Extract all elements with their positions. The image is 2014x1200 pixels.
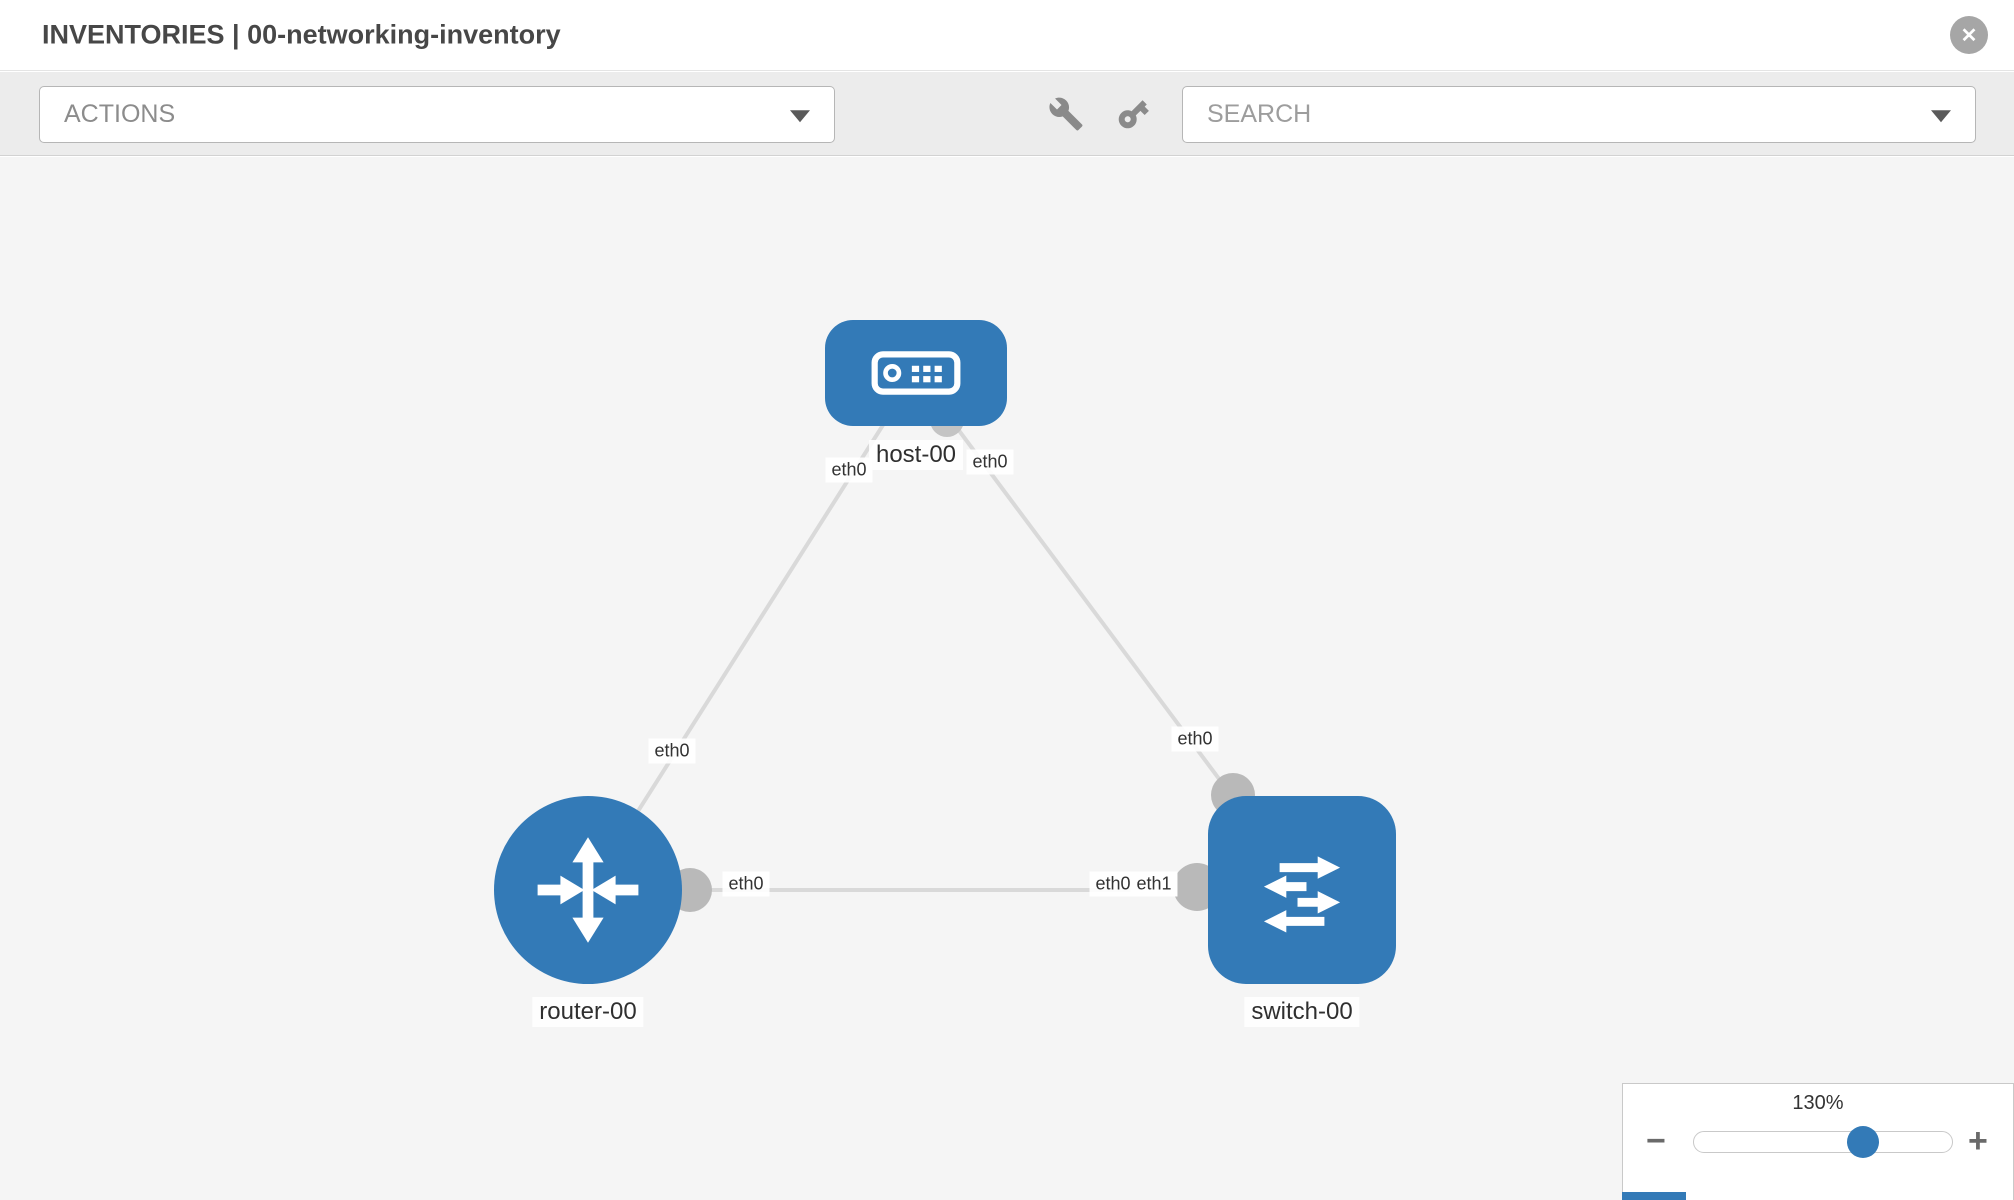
- interface-label: eth1: [1130, 871, 1178, 897]
- interface-label: eth0: [1171, 726, 1219, 752]
- actions-dropdown-label: ACTIONS: [64, 100, 176, 128]
- node-label-host-00: host-00: [868, 440, 964, 470]
- actions-dropdown[interactable]: ACTIONS: [39, 86, 835, 143]
- page-title: INVENTORIES | 00-networking-inventory: [42, 19, 561, 50]
- interface-label: eth0: [1089, 871, 1137, 897]
- search-dropdown-label: SEARCH: [1207, 100, 1312, 128]
- node-host-00[interactable]: [825, 320, 1007, 426]
- interface-label: eth0: [722, 871, 770, 897]
- close-icon: ✕: [1960, 24, 1978, 47]
- switch-icon: [1263, 856, 1341, 933]
- zoom-in-button[interactable]: +: [1968, 1122, 1988, 1160]
- zoom-level: 130%: [1792, 1092, 1844, 1114]
- search-dropdown[interactable]: SEARCH: [1182, 86, 1976, 143]
- chevron-down-icon: [790, 109, 810, 122]
- node-label-router-00: router-00: [532, 997, 644, 1027]
- node-router-00[interactable]: [494, 796, 682, 984]
- legend-button-partial[interactable]: [1622, 1192, 1686, 1200]
- node-switch-00[interactable]: [1208, 796, 1396, 984]
- router-icon: [537, 837, 639, 943]
- interface-label: eth0: [966, 449, 1014, 475]
- zoom-slider-handle[interactable]: [1847, 1126, 1879, 1158]
- zoom-out-button[interactable]: −: [1646, 1122, 1666, 1160]
- topology-canvas[interactable]: [0, 157, 2014, 1200]
- node-label-switch-00: switch-00: [1244, 997, 1360, 1027]
- zoom-slider-track[interactable]: [1693, 1131, 1953, 1153]
- interface-label: eth0: [648, 738, 696, 764]
- key-icon[interactable]: [1115, 96, 1151, 132]
- chevron-down-icon: [1931, 109, 1951, 122]
- host-icon: [871, 351, 961, 395]
- close-button[interactable]: ✕: [1950, 16, 1988, 54]
- header: INVENTORIES | 00-networking-inventory ✕: [0, 0, 2014, 71]
- interface-label: eth0: [825, 457, 873, 483]
- wrench-icon[interactable]: [1048, 96, 1084, 132]
